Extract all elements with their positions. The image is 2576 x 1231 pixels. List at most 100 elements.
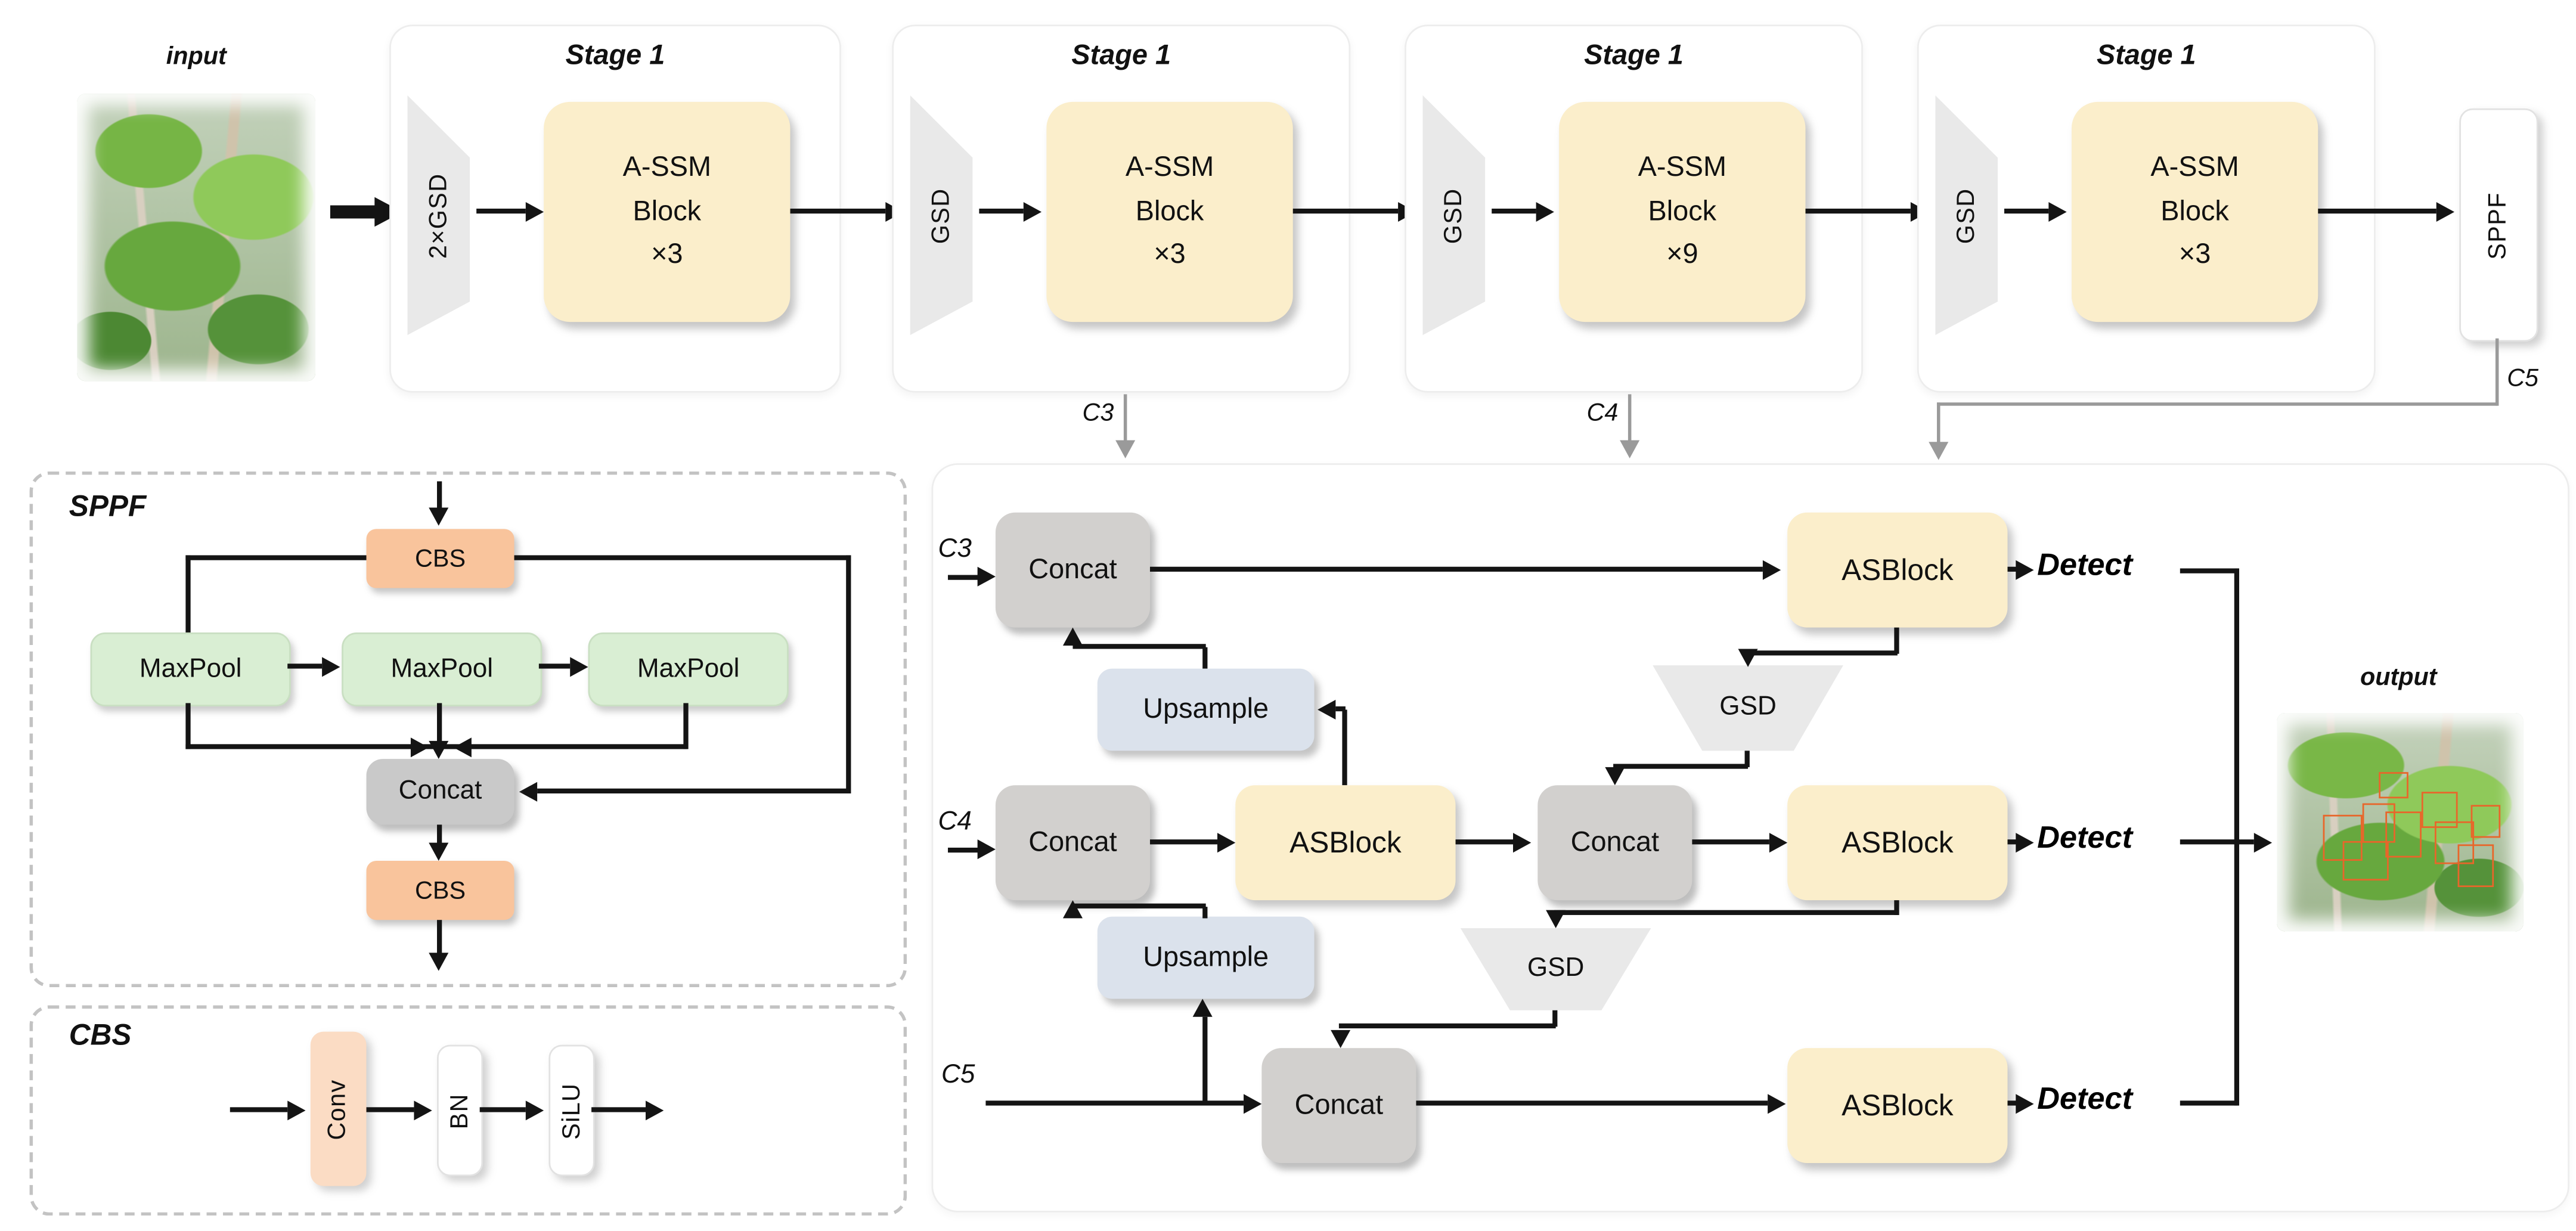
connector xyxy=(1072,903,1206,908)
connector xyxy=(437,824,441,845)
connector xyxy=(591,1107,646,1112)
input-image xyxy=(77,94,316,382)
connector xyxy=(230,1107,288,1112)
connector xyxy=(948,575,981,580)
arrowhead xyxy=(429,842,449,861)
arrowhead xyxy=(2436,201,2455,222)
detection-box xyxy=(2379,772,2408,799)
connector xyxy=(366,1107,414,1112)
downsample-2xgsd: 2×GSD xyxy=(407,95,470,336)
connector xyxy=(1554,910,1899,915)
connector xyxy=(1894,900,1899,915)
input-label: input xyxy=(166,42,227,71)
assm-block-stage2: A-SSM Block ×3 xyxy=(1046,101,1293,323)
connector xyxy=(1202,1016,1207,1104)
downsample-label: 2×GSD xyxy=(424,172,453,258)
output-label: output xyxy=(2360,663,2437,692)
block-line2: Block xyxy=(2160,195,2229,227)
connector xyxy=(1202,907,1207,919)
detection-box xyxy=(2385,811,2422,858)
connector xyxy=(1072,644,1206,649)
tap-connector-c5 xyxy=(1936,402,1940,445)
arrowhead xyxy=(287,1100,306,1121)
tap-connector-c4 xyxy=(1628,394,1632,444)
input-image-edge xyxy=(78,94,316,381)
connector xyxy=(287,663,323,669)
arrowhead xyxy=(1318,699,1336,720)
arrowhead xyxy=(519,782,538,802)
connector xyxy=(790,208,886,214)
arrowhead xyxy=(429,507,449,526)
assm-block-stage4: A-SSM Block ×3 xyxy=(2071,101,2318,323)
connector xyxy=(2007,1100,2017,1106)
stage-3-title: Stage 1 xyxy=(1584,39,1684,71)
downsample-gsd-4: GSD xyxy=(1935,95,1998,336)
neck-row-label-c4: C4 xyxy=(938,808,972,836)
connector xyxy=(2004,208,2049,214)
connector xyxy=(1805,208,1911,214)
connector xyxy=(514,555,851,560)
detection-box xyxy=(2434,821,2475,864)
connector xyxy=(185,703,190,749)
connector xyxy=(979,208,1024,214)
block-line3: ×3 xyxy=(651,238,683,270)
bn-box: BN xyxy=(437,1044,483,1177)
arrowhead xyxy=(322,657,340,677)
arrowhead xyxy=(1217,833,1236,853)
upsample-1: Upsample xyxy=(1097,668,1315,751)
arrowhead xyxy=(645,1100,664,1121)
detect-head-1: Detect xyxy=(2037,548,2133,584)
concat-n4: Concat xyxy=(1537,785,1692,901)
tap-label-c3: C3 xyxy=(1082,399,1114,427)
connector xyxy=(2180,1100,2238,1106)
arrowhead xyxy=(2016,560,2034,580)
maxpool-3: MaxPool xyxy=(588,632,789,706)
maxpool-1: MaxPool xyxy=(90,632,291,706)
arrowhead xyxy=(525,1100,544,1121)
detect-head-2: Detect xyxy=(2037,821,2133,856)
detection-box xyxy=(2342,841,2389,881)
cbs-panel-title: CBS xyxy=(69,1018,132,1052)
connector xyxy=(2180,839,2254,845)
connector xyxy=(437,703,441,743)
arrowhead xyxy=(1536,201,1554,222)
connector xyxy=(330,205,377,219)
concat-c5: Concat xyxy=(1261,1048,1416,1164)
connector xyxy=(948,847,981,853)
maxpool-2: MaxPool xyxy=(342,632,543,706)
arrowhead xyxy=(2016,1094,2034,1114)
block-line3: ×9 xyxy=(1666,238,1698,270)
bn-label: BN xyxy=(446,1092,475,1128)
arrowhead xyxy=(1512,833,1532,853)
sppf-concat: Concat xyxy=(366,759,514,825)
conv-label: Conv xyxy=(324,1078,353,1140)
connector xyxy=(1416,1100,1768,1106)
arrowhead xyxy=(1762,560,1781,580)
arrowhead xyxy=(1768,1094,1786,1114)
downsample-gsd-2: GSD xyxy=(910,95,973,336)
connector xyxy=(2318,208,2436,214)
connector xyxy=(1692,839,1769,845)
connector xyxy=(846,555,851,794)
block-line1: A-SSM xyxy=(1638,151,1727,184)
connector xyxy=(537,788,850,794)
arrowhead xyxy=(1115,440,1136,458)
arrowhead xyxy=(1929,442,1949,460)
output-image xyxy=(2277,712,2524,932)
assm-block-stage1: A-SSM Block ×3 xyxy=(544,101,791,323)
block-line1: A-SSM xyxy=(1125,151,1214,184)
arrowhead xyxy=(429,740,449,759)
arrowhead xyxy=(1062,900,1083,919)
block-line3: ×3 xyxy=(2178,238,2211,270)
connector xyxy=(1335,706,1346,712)
connector xyxy=(2180,568,2238,573)
arrowhead xyxy=(977,566,996,587)
upsample-2: Upsample xyxy=(1097,916,1315,999)
arrowhead xyxy=(1023,201,1042,222)
sppf-cbs-1: CBS xyxy=(366,529,514,588)
detect-head-3: Detect xyxy=(2037,1083,2133,1117)
arrowhead xyxy=(570,657,588,677)
connector xyxy=(1552,1010,1557,1027)
arrowhead xyxy=(2253,833,2273,853)
